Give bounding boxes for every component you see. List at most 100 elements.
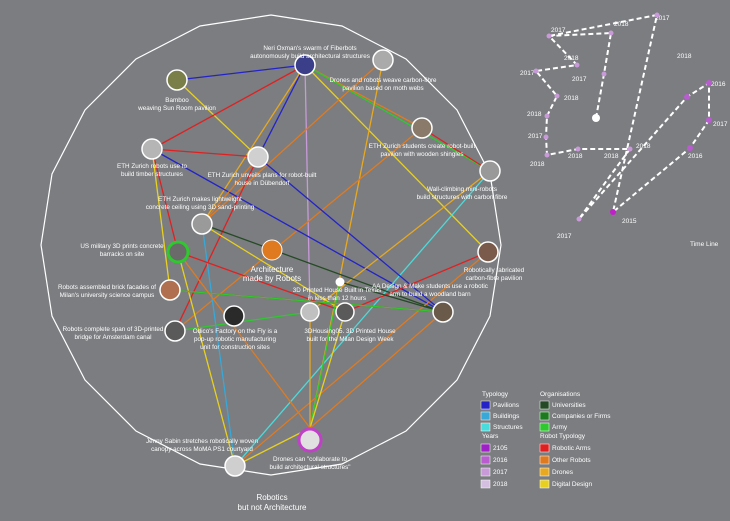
svg-text:2017: 2017 [493,469,508,476]
node-label: pavilion based on moth webs [342,85,423,92]
node-neri-oxman[interactable]: Neri Oxman's swarm of Fiberbots autonomo… [250,45,370,76]
svg-text:2016: 2016 [493,457,508,464]
node-label: Milan's university science campus [60,292,155,299]
node-label: build architectural structures" [270,464,351,471]
svg-text:Universities: Universities [552,402,586,409]
node-label: arm to build a woodland barn [389,291,471,298]
legend-item-2017: 2017 [480,467,508,477]
timeline-label: 2018 [564,55,579,62]
timeline-label: 2018 [530,161,545,168]
legend-title-years: Years [482,433,499,440]
center-title-line1: Architecture [251,265,294,274]
node-label: 3D Printed House Built in Texas [293,287,381,294]
node-label: carbon-fibre pavilion [466,275,523,282]
node-eth-shingles[interactable]: ETH Zurich students create robot-built p… [369,117,476,158]
node-label: 3DHousing05. 3D Printed House [304,328,396,335]
node-label: Robotically fabricated [464,267,525,274]
node-eth-timber[interactable]: ETH Zurich robots use to build timber st… [117,138,187,178]
node-label: Robots assembled brick facades of [58,284,156,291]
legend-item-army: Army [539,422,568,432]
node-label: Robots complete span of 3D-printed [63,326,164,333]
svg-text:Pavilions: Pavilions [493,402,520,409]
node-label: bridge for Amsterdam canal [75,334,152,341]
timeline-title: Time Line [690,241,719,248]
node-drones-moth[interactable]: Drones and robots weave carbon-fibre pav… [329,49,437,92]
timeline-label: 2018 [564,95,579,102]
legend-item-2018: 2018 [480,479,508,489]
node-aa-design[interactable]: AA Design & Make students use a robotic … [372,283,488,323]
node-texas[interactable]: 3D Printed House Built in Texas in less … [293,277,381,302]
node-eth-house[interactable]: ETH Zurich unveils plans for robot-built… [208,146,317,187]
node-label: barracks on site [100,251,145,258]
timeline-label: 2018 [677,53,692,60]
node-eth-ceiling[interactable]: ETH Zurich makes lightweight concrete ce… [146,196,255,235]
node-label: US military 3D prints concrete [80,243,164,250]
legend-item-universities: Universities [539,400,586,410]
legend-item-2016: 2016 [480,455,508,465]
timeline-label: 2016 [711,81,726,88]
legend-item-robotic-arms: Robotic Arms [539,443,591,453]
timeline-label: 2016 [688,153,703,160]
node-carbon-pavilion[interactable]: Robotically fabricated carbon-fibre pavi… [464,241,525,282]
node-label: AA Design & Make students use a robotic [372,283,488,290]
node-jenny-sabin[interactable]: Jenny Sabin stretches robotically woven … [146,438,259,477]
node-milan-house[interactable]: 3DHousing05. 3D Printed House built for … [300,302,396,343]
node-odico[interactable]: Odico's Factory on the Fly is a pop-up r… [193,305,278,351]
outer-label-line2: but not Architecture [238,503,307,512]
node-label: ETH Zurich robots use to [117,163,187,170]
connection-lines [151,59,491,467]
node-us-military[interactable]: US military 3D prints concrete barracks … [80,240,190,264]
node-bamboo[interactable]: Bamboo weaving Sun Room pavilion [137,69,216,112]
timeline-label: 2017 [557,233,572,240]
legend-item-digital-design: Digital Design [539,479,592,489]
legend-title-typology: Typology [482,391,509,398]
timeline-path [534,13,710,220]
outer-label-line1: Robotics [256,493,287,502]
legend-item-other-robots: Other Robots [539,455,591,465]
node-label: autonomously build architectural structu… [250,53,370,60]
center-title-line2: made by Robots [243,274,301,283]
node-label: ETH Zurich unveils plans for robot-built [208,172,317,179]
node-label: Jenny Sabin stretches robotically woven [146,438,259,445]
node-label: in less than 12 hours [308,295,366,302]
node-label: built for the Milan Design Week [306,336,394,343]
timeline-label: 2018 [527,111,542,118]
node-label: Wall-climbing mini-robots [427,186,497,193]
node-label: pop-up robotic manufacturing [194,336,276,343]
node-label: weaving Sun Room pavilion [137,105,216,112]
timeline-label: 2017 [520,70,535,77]
node-label: canopy across MoMA PS1 courtyard [151,446,253,453]
svg-text:Structures: Structures [493,424,523,431]
timeline-label: 2017 [572,76,587,83]
svg-text:Other Robots: Other Robots [552,457,591,464]
outer-polygon-boundary [40,14,502,476]
timeline-label: 2018 [636,143,651,150]
svg-text:2018: 2018 [493,481,508,488]
svg-text:Digital Design: Digital Design [552,481,592,488]
node-label: Neri Oxman's swarm of Fiberbots [263,45,356,52]
legend-title-organisations: Organisations [540,391,581,398]
node-wall-climbing[interactable]: Wall-climbing mini-robots build structur… [417,160,508,201]
node-label: build timber structures [121,171,183,178]
node-label: pavilion with wooden shingles [381,151,464,158]
node-label: Drones and robots weave carbon-fibre [329,77,437,84]
legend-item-companies: Companies or Firms [539,411,611,421]
node-label: concrete ceiling using 3D sand-printing [146,204,255,211]
timeline-end-dot [610,209,616,215]
node-label: house in Dübendorf [235,180,290,187]
node-label: ETH Zurich students create robot-built [369,143,476,150]
timeline: 2017 2018 2017 2018 2017 2017 2018 2018 … [520,12,728,248]
node-amsterdam-bridge[interactable]: Robots complete span of 3D-printed bridg… [63,320,186,342]
node-drones-collaborate[interactable]: Drones can "collaborate to build archite… [270,427,351,471]
svg-text:Robotic Arms: Robotic Arms [552,445,591,452]
timeline-label: 2018 [614,21,629,28]
svg-text:2105: 2105 [493,445,508,452]
svg-text:Drones: Drones [552,469,574,476]
svg-text:Companies or Firms: Companies or Firms [552,413,611,420]
legend-item-structures: Structures [480,422,523,432]
timeline-label: 2017 [528,133,543,140]
legend-item-pavilions: Pavilions [480,400,520,410]
node-brick-milan[interactable]: Robots assembled brick facades of Milan'… [58,279,181,301]
node-label: unit for construction sites [200,344,270,351]
